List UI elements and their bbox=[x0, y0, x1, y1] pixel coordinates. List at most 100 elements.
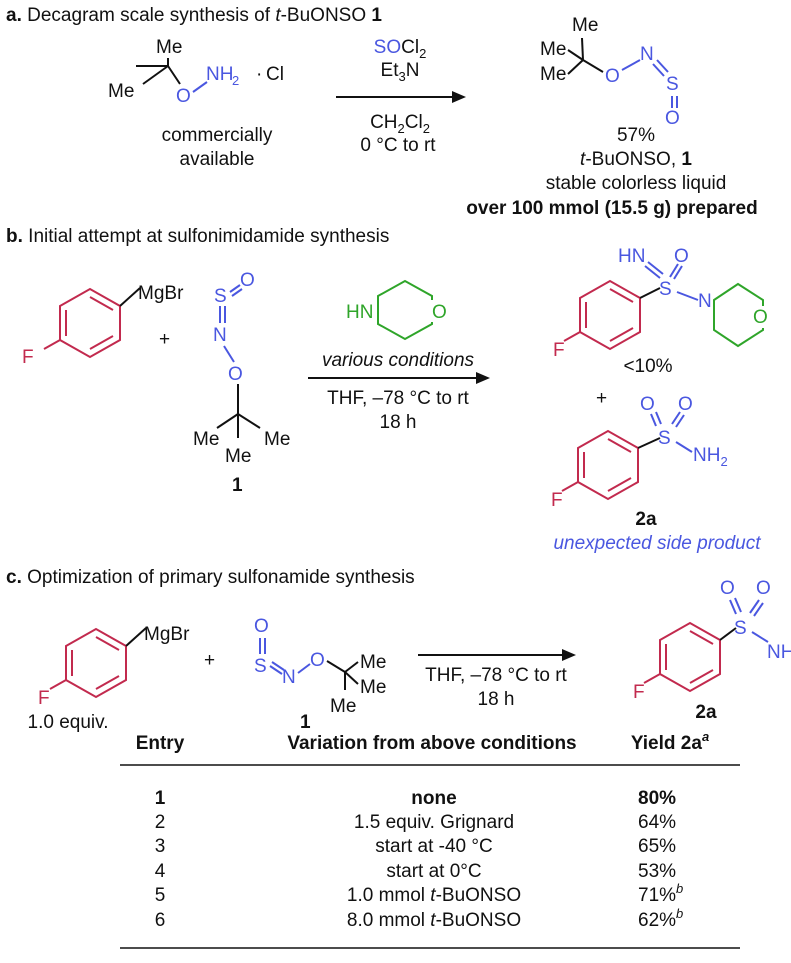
svg-text:64%: 64% bbox=[638, 812, 676, 833]
svg-text:S: S bbox=[254, 656, 267, 677]
section-b-title: b. Initial attempt at sulfonimidamide sy… bbox=[6, 226, 389, 247]
svg-text:1.5 equiv. Grignard: 1.5 equiv. Grignard bbox=[354, 812, 514, 833]
svg-text:S: S bbox=[214, 286, 227, 307]
svg-text:N: N bbox=[698, 291, 712, 312]
svg-text:3: 3 bbox=[155, 836, 166, 857]
arrow-head bbox=[452, 91, 466, 103]
table-row: 4 start at 0°C 53% bbox=[155, 861, 676, 882]
svg-text:O: O bbox=[665, 108, 680, 129]
conditions-b-2: 18 h bbox=[380, 412, 417, 433]
svg-text:O: O bbox=[432, 302, 447, 323]
grignard-b: MgBr F bbox=[22, 283, 184, 368]
svg-text:none: none bbox=[411, 788, 456, 809]
product-c-label: 2a bbox=[695, 702, 717, 723]
svg-text:Me: Me bbox=[193, 429, 219, 450]
table-row: 2 1.5 equiv. Grignard 64% bbox=[155, 812, 676, 833]
table-row: 5 1.0 mmol t-BuONSO 71%b bbox=[155, 881, 684, 906]
svg-text:Me: Me bbox=[540, 39, 566, 60]
svg-text:O: O bbox=[756, 578, 771, 599]
svg-text:O: O bbox=[254, 616, 269, 637]
svg-text:Me: Me bbox=[572, 15, 598, 36]
svg-text:O: O bbox=[720, 578, 735, 599]
tbuonso-product: Me Me Me O N S O bbox=[540, 15, 680, 129]
svg-text:Me: Me bbox=[360, 677, 386, 698]
svg-text:·: · bbox=[256, 64, 262, 85]
table-row: 3 start at -40 °C 65% bbox=[155, 836, 676, 857]
plus-b2: + bbox=[596, 388, 607, 409]
svg-text:O: O bbox=[753, 307, 768, 328]
svg-text:F: F bbox=[22, 347, 34, 368]
svg-text:S: S bbox=[659, 279, 672, 300]
sulfonamide-2a-b: F S O O NH2 bbox=[551, 394, 728, 511]
svg-text:O: O bbox=[228, 364, 243, 385]
plus-b: + bbox=[159, 329, 170, 350]
section-c-title: c. Optimization of primary sulfonamide s… bbox=[6, 567, 415, 588]
svg-text:MgBr: MgBr bbox=[144, 624, 190, 645]
svg-text:N: N bbox=[640, 44, 654, 65]
svg-text:HN: HN bbox=[618, 246, 645, 267]
svg-text:O: O bbox=[310, 650, 325, 671]
svg-text:NH: NH bbox=[206, 64, 233, 85]
section-a: a. Decagram scale synthesis of t-BuONSO … bbox=[6, 5, 758, 219]
svg-text:0 °C to rt: 0 °C to rt bbox=[360, 135, 436, 156]
svg-text:F: F bbox=[38, 688, 50, 709]
svg-text:2: 2 bbox=[155, 812, 166, 833]
svg-text:80%: 80% bbox=[638, 788, 676, 809]
table-row: 1 none 80% bbox=[155, 788, 676, 809]
svg-text:F: F bbox=[633, 682, 645, 703]
svg-text:HN: HN bbox=[346, 302, 373, 323]
svg-text:Me: Me bbox=[360, 652, 386, 673]
sulfonimidamide-product: F S HN O N O bbox=[553, 246, 774, 361]
svg-text:1.0 mmol t-BuONSO: 1.0 mmol t-BuONSO bbox=[347, 885, 521, 906]
reagent-c-label: 1 bbox=[300, 712, 311, 733]
side-product-note: unexpected side product bbox=[553, 533, 761, 554]
product-a-name: t-BuONSO, 1 bbox=[580, 149, 692, 170]
svg-text:O: O bbox=[640, 394, 655, 415]
svg-text:CH2Cl2: CH2Cl2 bbox=[370, 112, 430, 136]
svg-text:start at -40 °C: start at -40 °C bbox=[375, 836, 492, 857]
product-a-desc: stable colorless liquid bbox=[546, 173, 727, 194]
product1-yield: <10% bbox=[623, 356, 672, 377]
arrow-head-c bbox=[562, 649, 576, 661]
sulfonamide-2a-c: F S O O NH2 bbox=[633, 578, 791, 703]
svg-text:Me: Me bbox=[225, 446, 251, 467]
morpholine: HN O bbox=[344, 279, 452, 341]
conditions-b-1: THF, –78 °C to rt bbox=[327, 388, 469, 409]
tbuonso-reagent-c: O S N O Me Me Me bbox=[254, 616, 386, 717]
svg-text:O: O bbox=[240, 270, 255, 291]
conditions-italic: various conditions bbox=[322, 350, 475, 371]
reactant-note-line2: available bbox=[180, 149, 255, 170]
svg-text:5: 5 bbox=[155, 885, 166, 906]
header-variation: Variation from above conditions bbox=[287, 733, 576, 754]
yield-a: 57% bbox=[617, 125, 655, 146]
svg-text:MgBr: MgBr bbox=[138, 283, 184, 304]
svg-text:O: O bbox=[176, 86, 191, 107]
svg-text:71%b: 71%b bbox=[638, 881, 683, 906]
svg-text:F: F bbox=[551, 490, 563, 511]
product2-label: 2a bbox=[635, 509, 657, 530]
svg-text:Me: Me bbox=[156, 37, 182, 58]
tbuonso-reagent-b: S O N O Me Me Me 1 bbox=[193, 270, 290, 496]
svg-text:2: 2 bbox=[232, 73, 239, 88]
svg-text:NH2: NH2 bbox=[693, 445, 728, 469]
svg-text:SOCl2: SOCl2 bbox=[374, 37, 427, 61]
grignard-c: MgBr F bbox=[38, 624, 190, 709]
svg-text:62%b: 62%b bbox=[638, 906, 683, 931]
grignard-equiv: 1.0 equiv. bbox=[28, 712, 109, 733]
product-a-scale: over 100 mmol (15.5 g) prepared bbox=[466, 198, 757, 219]
svg-text:Me: Me bbox=[264, 429, 290, 450]
svg-text:N: N bbox=[213, 325, 227, 346]
svg-text:N: N bbox=[282, 667, 296, 688]
svg-text:Me: Me bbox=[540, 64, 566, 85]
plus-c: + bbox=[204, 650, 215, 671]
svg-text:1: 1 bbox=[232, 475, 243, 496]
svg-text:NH2: NH2 bbox=[767, 642, 791, 666]
svg-text:Et3N: Et3N bbox=[381, 60, 420, 84]
header-entry: Entry bbox=[136, 733, 185, 754]
arrow-head-b bbox=[476, 372, 490, 384]
svg-text:S: S bbox=[734, 618, 747, 639]
section-b: b. Initial attempt at sulfonimidamide sy… bbox=[6, 226, 774, 554]
table-row: 6 8.0 mmol t-BuONSO 62%b bbox=[155, 906, 684, 931]
svg-text:O: O bbox=[605, 66, 620, 87]
